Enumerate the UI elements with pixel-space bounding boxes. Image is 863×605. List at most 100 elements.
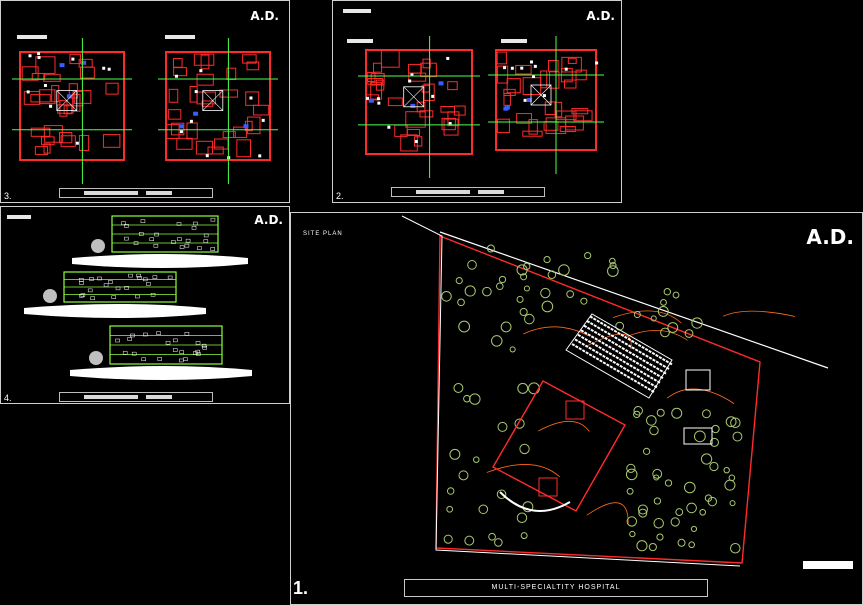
tree	[584, 251, 592, 260]
tree	[691, 317, 703, 329]
tree	[653, 518, 664, 529]
tree	[711, 424, 720, 434]
tree	[633, 405, 643, 416]
sheet-2-tag-b	[501, 39, 527, 43]
floor-plan-3b-fixture	[189, 119, 193, 123]
floor-plan-2a-room	[420, 62, 437, 78]
floor-plan-3a-room	[43, 125, 63, 143]
parking-row	[574, 338, 658, 389]
floor-plan-2b-room	[561, 56, 582, 73]
tree	[677, 538, 686, 547]
entrance-drive	[499, 491, 571, 512]
elevation-front-window	[139, 232, 144, 236]
floor-plan-3b-core-x2	[202, 90, 224, 111]
elevation-rear-window	[156, 331, 161, 335]
floor-plan-3a-room	[63, 105, 73, 115]
sheet-3-title-block	[59, 188, 213, 198]
floor-plan-2a-room	[421, 84, 430, 93]
floor-plan-3a-fixture	[37, 56, 41, 60]
tree	[649, 425, 659, 436]
floor-plan-3b-fixture	[194, 90, 198, 94]
floor-plan-2b-marker	[503, 106, 509, 111]
tree	[609, 262, 617, 270]
floor-plan-3b-room	[253, 104, 270, 116]
tree	[446, 505, 454, 513]
floor-plan-2b-fixture	[595, 61, 599, 65]
floor-plan-3a-fixture	[102, 66, 106, 70]
floor-plan-3a-marker	[81, 60, 87, 65]
elevation-front-window	[133, 241, 139, 245]
tree	[523, 285, 530, 292]
elevation-rear-window	[122, 351, 128, 355]
elevation-rear-window	[201, 343, 207, 348]
tree	[626, 516, 638, 527]
sheet-elevations-4: A.D. 4.	[0, 206, 290, 404]
tree	[463, 394, 471, 403]
tree	[469, 393, 481, 405]
tree	[528, 382, 540, 395]
tree	[524, 313, 535, 325]
scale-bar	[803, 561, 853, 569]
sheet-2-number: 2.	[336, 191, 344, 201]
floor-plan-3b-fixture	[205, 154, 209, 158]
floor-plan-3a-room	[43, 143, 51, 154]
elevation-front-window	[177, 237, 182, 241]
floor-plan-3b-fixture	[179, 130, 183, 134]
floor-plan-3a-room	[105, 82, 119, 95]
floor-plan-3b-room	[189, 86, 198, 103]
floor-plan-3a-room	[21, 66, 39, 81]
tree	[683, 481, 696, 494]
parking-row	[571, 343, 655, 393]
floor-plan-3a-room	[23, 91, 41, 105]
floor-plan-3b-room	[176, 137, 193, 150]
elevation-side-window	[136, 273, 141, 278]
elevation-side-window	[87, 288, 93, 293]
tree	[684, 329, 694, 338]
elevation-rear-tree	[89, 351, 103, 365]
sheet-4-number: 4.	[4, 393, 12, 403]
floor-plan-3a-room	[59, 100, 68, 117]
floor-plan-2a-room	[408, 72, 427, 82]
floor-plan-3b-fixture	[258, 154, 262, 158]
tree	[637, 504, 648, 515]
elevation-front-window	[203, 239, 209, 243]
tree	[516, 264, 528, 276]
sheet-2-title-block	[391, 187, 545, 197]
tree	[626, 463, 636, 473]
hospital-building	[492, 380, 626, 512]
floor-plan-3a-room	[30, 127, 51, 137]
tree	[443, 534, 453, 544]
floor-plan-3b-room	[242, 54, 257, 64]
elevation-front-window	[185, 238, 191, 243]
floor-plan-3b-room	[233, 126, 248, 138]
floor-plan-3a-room	[78, 134, 90, 151]
floor-plan-2a-marker	[438, 81, 444, 86]
tree	[517, 382, 529, 394]
tree	[453, 383, 464, 393]
sheet-3-brand: A.D.	[250, 9, 279, 23]
elevation-rear-ground	[70, 366, 252, 380]
tree	[486, 244, 495, 253]
floor-plan-2b-fixture	[520, 66, 524, 70]
tree	[566, 290, 575, 298]
floor-plan-2a-room	[387, 97, 403, 107]
tree	[516, 295, 524, 303]
tree	[646, 415, 657, 426]
floor-plan-3b-marker	[243, 124, 249, 129]
floor-plan-3b-marker	[193, 111, 199, 116]
floor-plan-2a-marker	[410, 103, 416, 108]
floor-plan-2b-room	[522, 77, 542, 96]
floor-plan-2a-fixture	[366, 96, 370, 100]
elevation-front-window	[124, 236, 129, 241]
elevation-side-window	[103, 283, 109, 287]
tree	[609, 257, 616, 265]
site-plan-label: SITE PLAN	[303, 231, 343, 237]
tree	[449, 448, 461, 460]
floor-plan-2a-room	[380, 49, 400, 68]
elevation-front-window	[153, 243, 159, 248]
tree	[642, 447, 651, 455]
contour-line	[627, 329, 688, 341]
elevation-side-window	[111, 295, 116, 299]
elevation-side-window	[124, 286, 129, 290]
